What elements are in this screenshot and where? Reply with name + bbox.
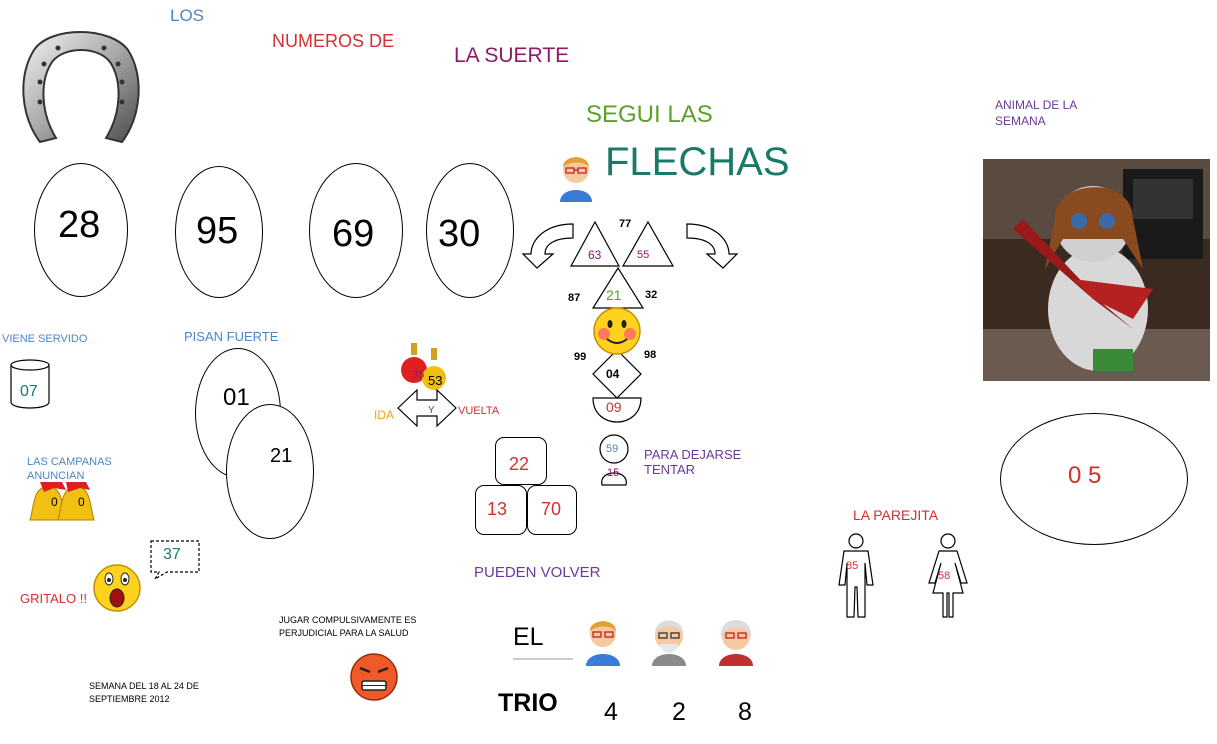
old-woman-avatar-icon bbox=[719, 620, 753, 666]
double-arrow-icon bbox=[397, 388, 457, 428]
puzzle-triangle-left-number: 63 bbox=[588, 248, 602, 262]
pisan-fuerte-oval bbox=[226, 404, 314, 539]
pyramid-box bbox=[495, 437, 547, 485]
arrows-puzzle-graphic bbox=[521, 220, 739, 423]
pisan-fuerte-label: PISAN FUERTE bbox=[184, 329, 279, 344]
lucky-number: 28 bbox=[58, 204, 101, 246]
y-label: Y bbox=[428, 405, 435, 416]
ball-number: 35 bbox=[412, 369, 425, 381]
pueden-volver-label: PUEDEN VOLVER bbox=[474, 564, 601, 581]
boy-avatar-icon bbox=[586, 621, 620, 666]
lucky-number-oval bbox=[175, 166, 263, 298]
pyramid-number: 13 bbox=[487, 499, 508, 519]
old-man-avatar-icon bbox=[652, 620, 686, 666]
title-flechas: FLECHAS bbox=[605, 140, 790, 184]
tentar-top-number: 59 bbox=[606, 443, 619, 455]
lucky-number-oval bbox=[426, 163, 514, 298]
gambling-warning: JUGAR COMPULSIVAMENTE ES PERJUDICIAL PAR… bbox=[279, 615, 417, 638]
trio-label: TRIO bbox=[498, 689, 558, 717]
curved-arrow-left-icon bbox=[521, 223, 574, 269]
horseshoe-icon bbox=[22, 31, 140, 144]
male-number: 85 bbox=[846, 560, 859, 572]
lucky-number: 69 bbox=[332, 213, 375, 255]
puzzle-diamond-number: 04 bbox=[606, 367, 620, 381]
trio-number: 4 bbox=[604, 698, 618, 726]
bells-icon bbox=[29, 482, 95, 521]
puzzle-triangle-right-number: 55 bbox=[637, 249, 650, 261]
title-la-suerte: LA SUERTE bbox=[454, 44, 570, 67]
parejita-label: LA PAREJITA bbox=[853, 507, 939, 523]
female-figure-icon bbox=[928, 533, 968, 618]
ball-number: 53 bbox=[428, 373, 443, 388]
title-segui: SEGUI LAS bbox=[586, 101, 713, 128]
el-underline bbox=[513, 658, 573, 660]
title-los: LOS bbox=[170, 6, 205, 25]
female-number: 58 bbox=[938, 570, 951, 582]
animal-label: ANIMAL DE LA SEMANA bbox=[995, 98, 1077, 128]
pyramid-box bbox=[527, 485, 577, 535]
gritalo-number: 37 bbox=[163, 546, 181, 563]
puzzle-bottom-number: 09 bbox=[606, 399, 622, 415]
tentar-bottom-number: 15 bbox=[607, 467, 620, 479]
trio-number: 8 bbox=[738, 698, 752, 726]
cat-guitar-photo bbox=[983, 159, 1210, 381]
lucky-number-oval bbox=[34, 163, 128, 297]
animal-number-oval bbox=[1000, 413, 1188, 545]
snowman-shape-icon bbox=[599, 434, 629, 486]
boy-avatar-icon bbox=[560, 157, 592, 202]
el-label: EL bbox=[513, 623, 544, 651]
puzzle-diamond-left-number: 99 bbox=[574, 351, 587, 363]
gritalo-label: GRITALO !! bbox=[20, 591, 87, 606]
bell-number: 0 bbox=[78, 495, 85, 509]
viene-servido-number: 07 bbox=[20, 383, 38, 400]
puzzle-center-number: 21 bbox=[606, 287, 622, 303]
shouting-face-icon bbox=[93, 564, 141, 612]
pyramid-box bbox=[475, 485, 527, 535]
title-numeros: NUMEROS DE bbox=[272, 31, 395, 51]
trio-number: 2 bbox=[672, 698, 686, 726]
vuelta-label: VUELTA bbox=[458, 405, 500, 417]
pisan-fuerte-first-number: 01 bbox=[223, 384, 250, 411]
male-figure-icon bbox=[838, 533, 874, 618]
tentar-label: PARA DEJARSE TENTAR bbox=[644, 447, 742, 477]
angry-face-icon bbox=[350, 653, 398, 701]
puzzle-diamond-right-number: 98 bbox=[644, 349, 657, 361]
campanas-label: LAS CAMPANAS ANUNCIAN bbox=[27, 456, 112, 482]
curved-arrow-right-icon bbox=[686, 223, 739, 269]
lucky-number-oval bbox=[309, 163, 403, 298]
speech-bubble-icon bbox=[150, 540, 200, 580]
puzzle-top-number: 77 bbox=[619, 218, 632, 230]
smiley-face-icon bbox=[593, 307, 641, 355]
bell-number: 0 bbox=[51, 495, 58, 509]
viene-servido-label: VIENE SERVIDO bbox=[2, 333, 88, 345]
puzzle-right-number: 32 bbox=[645, 289, 658, 301]
pyramid-number: 70 bbox=[541, 499, 562, 519]
lucky-number: 30 bbox=[438, 213, 481, 255]
lucky-number: 95 bbox=[196, 210, 239, 252]
pyramid-number: 22 bbox=[509, 454, 530, 474]
animal-number: 0 5 bbox=[1068, 462, 1102, 489]
ida-label: IDA bbox=[374, 408, 395, 422]
ornament-balls-icon bbox=[401, 343, 446, 390]
puzzle-left-number: 87 bbox=[568, 292, 581, 304]
cylinder-icon bbox=[10, 359, 50, 409]
pisan-fuerte-second-number: 21 bbox=[270, 445, 293, 467]
week-label: SEMANA DEL 18 AL 24 DE SEPTIEMBRE 2012 bbox=[89, 681, 199, 704]
